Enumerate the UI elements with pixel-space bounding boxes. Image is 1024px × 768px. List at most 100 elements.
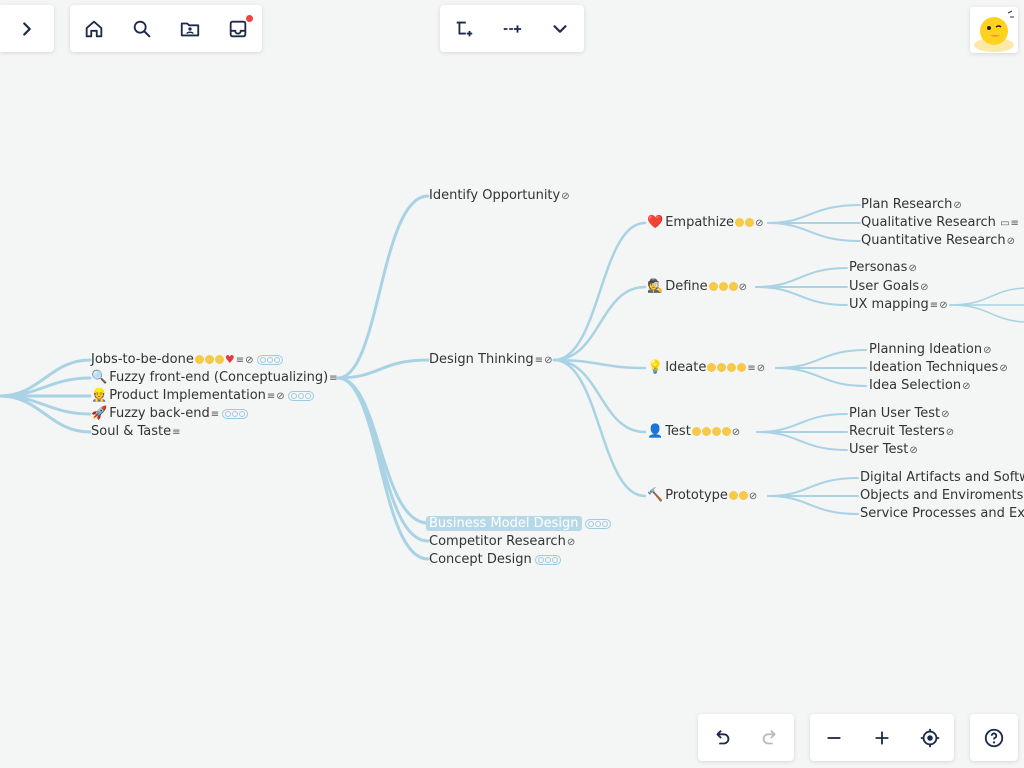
document-icon: ▭ <box>996 218 1010 229</box>
link-icon: ⊘ <box>748 491 758 502</box>
zoom-in-icon <box>875 731 889 744</box>
link-icon: ⊘ <box>245 355 254 366</box>
duck-mascot-icon <box>974 10 1014 52</box>
heart-hands-icon: ❤️ <box>647 215 664 230</box>
link-icon: ⊘ <box>945 427 955 438</box>
heart-icon: ♥ <box>224 353 235 366</box>
folder-user-icon <box>180 22 200 36</box>
more-options-button[interactable] <box>536 6 584 52</box>
help-button[interactable] <box>970 715 1018 761</box>
link-icon: ⊘ <box>953 200 962 211</box>
node-concept-design[interactable]: Concept Design <box>429 551 561 568</box>
rating-dots <box>708 282 738 291</box>
worker-icon: 👷 <box>91 388 108 403</box>
expand-sidebar-button[interactable] <box>0 6 54 52</box>
node-design-thinking[interactable]: Design Thinking≡⊘ <box>429 352 553 367</box>
node-idea-selection[interactable]: Idea Selection⊘ <box>869 378 971 393</box>
node-service-processes[interactable]: Service Processes and Exp <box>860 506 1024 521</box>
chevron-right-icon <box>23 21 31 36</box>
node-empathize[interactable]: ❤️Empathize⊘ <box>647 215 764 230</box>
link-icon: ⊘ <box>561 191 570 202</box>
node-user-goals[interactable]: User Goals⊘ <box>849 279 929 294</box>
zoom-in-button[interactable] <box>858 715 906 761</box>
search-button[interactable] <box>118 6 166 52</box>
add-child-node-button[interactable] <box>440 6 488 52</box>
link-icon: ⊘ <box>920 282 929 293</box>
sidebar-toggle-toolbar <box>0 5 54 52</box>
help-icon <box>984 728 1004 747</box>
shared-folder-button[interactable] <box>166 6 214 52</box>
node-ideate[interactable]: 💡Ideate≡⊘ <box>647 360 766 375</box>
node-planning-ideation[interactable]: Planning Ideation⊘ <box>869 342 992 357</box>
add-node-icon <box>456 21 473 36</box>
node-soul-and-taste[interactable]: Soul & Taste≡ <box>91 424 181 439</box>
search-icon <box>133 20 151 37</box>
chevron-down-icon <box>553 24 567 33</box>
node-product-implementation[interactable]: 👷Product Implementation≡⊘ <box>91 387 314 405</box>
node-prototype[interactable]: 🔨Prototype⊘ <box>647 488 758 503</box>
node-test[interactable]: 👤Test⊘ <box>647 424 741 439</box>
node-objects-environments[interactable]: Objects and Enviroments⊘ <box>860 488 1024 503</box>
link-icon: ⊘ <box>939 300 948 311</box>
node-fuzzy-front-end[interactable]: 🔍Fuzzy front-end (Conceptualizing)≡ <box>91 370 338 385</box>
node-recruit-testers[interactable]: Recruit Testers⊘ <box>849 424 955 439</box>
collapsed-children-icon[interactable] <box>534 554 561 565</box>
add-sibling-node-button[interactable] <box>488 6 536 52</box>
note-icon: ≡ <box>1010 218 1019 229</box>
undo-icon <box>716 729 730 744</box>
collapsed-children-icon[interactable] <box>584 518 611 529</box>
note-icon: ≡ <box>929 300 939 311</box>
zoom-out-icon <box>827 736 841 739</box>
node-digital-artifacts[interactable]: Digital Artifacts and Softwa <box>860 470 1024 485</box>
note-icon: ≡ <box>534 355 544 366</box>
rocket-icon: 🚀 <box>91 406 108 421</box>
link-icon: ⊘ <box>1006 236 1016 247</box>
collapsed-children-icon[interactable] <box>222 408 249 419</box>
collapsed-children-icon[interactable] <box>256 354 283 365</box>
link-icon: ⊘ <box>731 427 741 438</box>
node-identify-opportunity[interactable]: Identify Opportunity⊘ <box>429 188 570 203</box>
lightbulb-icon: 💡 <box>647 360 664 375</box>
node-business-model-design[interactable]: Business Model Design <box>426 515 611 532</box>
detective-icon: 🕵 <box>647 279 664 294</box>
link-icon: ⊘ <box>962 381 971 392</box>
inbox-icon <box>229 20 247 37</box>
node-define[interactable]: 🕵Define⊘ <box>647 279 748 294</box>
node-personas[interactable]: Personas⊘ <box>849 260 917 275</box>
rating-dots <box>707 363 747 372</box>
link-icon: ⊘ <box>983 345 992 356</box>
center-view-button[interactable] <box>906 715 954 761</box>
note-icon: ≡ <box>747 363 756 374</box>
inbox-button[interactable] <box>214 6 262 52</box>
link-icon: ⊘ <box>566 537 576 548</box>
link-icon: ⊘ <box>941 409 950 420</box>
node-plan-user-test[interactable]: Plan User Test⊘ <box>849 406 950 421</box>
edit-toolbar <box>440 5 584 52</box>
node-qualitative-research[interactable]: Qualitative Research ▭≡ <box>861 215 1019 230</box>
locate-icon <box>920 728 940 747</box>
node-ux-mapping[interactable]: UX mapping≡⊘ <box>849 297 948 312</box>
collapsed-children-icon[interactable] <box>287 390 314 401</box>
zoom-out-button[interactable] <box>810 715 858 761</box>
user-avatar[interactable] <box>970 7 1018 53</box>
node-quantitative-research[interactable]: Quantitative Research⊘ <box>861 233 1016 248</box>
history-toolbar <box>698 714 794 761</box>
node-ideation-techniques[interactable]: Ideation Techniques⊘ <box>869 360 1008 375</box>
link-icon: ⊘ <box>909 445 918 456</box>
note-icon: ≡ <box>172 427 181 438</box>
zoom-toolbar <box>810 714 954 761</box>
node-fuzzy-back-end[interactable]: 🚀Fuzzy back-end≡ <box>91 405 249 423</box>
link-icon: ⊘ <box>755 218 764 229</box>
node-competitor-research[interactable]: Competitor Research⊘ <box>429 534 576 549</box>
rating-dots <box>691 427 731 436</box>
redo-icon <box>762 729 776 744</box>
home-button[interactable] <box>70 6 118 52</box>
node-jobs-to-be-done[interactable]: Jobs-to-be-done♥≡⊘ <box>91 351 283 369</box>
node-plan-research[interactable]: Plan Research⊘ <box>861 197 962 212</box>
redo-button[interactable] <box>746 715 794 761</box>
undo-button[interactable] <box>698 715 746 761</box>
nav-toolbar <box>70 5 262 52</box>
node-user-test[interactable]: User Test⊘ <box>849 442 918 457</box>
home-icon <box>85 20 103 37</box>
